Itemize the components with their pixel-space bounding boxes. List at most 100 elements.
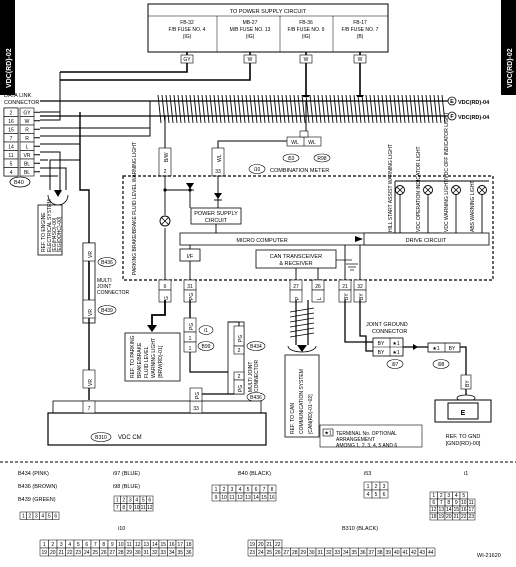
svg-text:i1: i1 (204, 328, 208, 334)
svg-text:29: 29 (300, 550, 306, 556)
svg-text:PG: PG (238, 385, 244, 392)
svg-text:2: 2 (375, 484, 378, 490)
svg-text:6: 6 (148, 498, 151, 504)
svg-text:3: 3 (447, 493, 450, 499)
svg-text:12: 12 (135, 542, 141, 548)
svg-text:32: 32 (152, 550, 158, 556)
dlc-wires (40, 72, 151, 190)
svg-text:32: 32 (357, 284, 363, 290)
svg-text:18: 18 (186, 542, 192, 548)
svg-text:24: 24 (84, 550, 90, 556)
svg-text:VDC(RD)-04: VDC(RD)-04 (458, 100, 490, 106)
svg-text:5: 5 (247, 487, 250, 493)
svg-text:WL: WL (291, 140, 299, 146)
svg-text:WL: WL (217, 154, 223, 162)
svg-text:16: 16 (269, 495, 275, 501)
svg-text:VDC WARNING LIGHT/VDC OFF INDI: VDC WARNING LIGHT/VDC OFF INDICATOR LIGH… (444, 112, 450, 232)
svg-text:3: 3 (383, 484, 386, 490)
fuse-fb17: FB-17 F/B FUSE NO. 7 (B) (342, 20, 379, 40)
svg-text:12: 12 (147, 505, 153, 511)
svg-text:CONNECTOR: CONNECTOR (4, 100, 39, 106)
b40-label: B40 (14, 180, 24, 186)
svg-text:VR: VR (88, 251, 94, 258)
svg-text:FB-17: FB-17 (353, 20, 367, 26)
svg-text:W: W (25, 119, 30, 125)
svg-text:11: 11 (141, 505, 146, 511)
svg-text:4: 4 (239, 487, 242, 493)
ref-engine-box: REF. TO ENGINE ELECTRICAL SYSTEM [EG(H4S… (37, 199, 63, 256)
svg-text:44: 44 (428, 550, 434, 556)
svg-text:MULTI: MULTI (97, 278, 112, 284)
svg-text:AMONG 1, 2, 3, 4, 5 AND 6: AMONG 1, 2, 3, 4, 5 AND 6 (336, 443, 397, 449)
svg-text:F/B FUSE NO. 7: F/B FUSE NO. 7 (342, 27, 379, 33)
svg-text:23: 23 (249, 550, 255, 556)
svg-text:5: 5 (142, 498, 145, 504)
svg-text:MB-27: MB-27 (243, 20, 258, 26)
svg-text:35: 35 (177, 550, 183, 556)
svg-text:VR: VR (88, 379, 94, 386)
svg-text:1: 1 (116, 498, 119, 504)
svg-text:11: 11 (8, 153, 13, 159)
svg-text:3: 3 (129, 498, 132, 504)
svg-text:i1: i1 (464, 471, 468, 477)
svg-text:B439: B439 (101, 308, 113, 314)
svg-text:24: 24 (258, 550, 264, 556)
svg-text:23: 23 (75, 550, 81, 556)
svg-text:3: 3 (231, 487, 234, 493)
svg-text:i97: i97 (392, 362, 399, 368)
ref-gnd: E REF. TO GND [GND(RD)-00] (434, 389, 492, 447)
svg-text:8: 8 (122, 505, 125, 511)
svg-text:21: 21 (58, 550, 64, 556)
svg-text:14: 14 (152, 542, 158, 548)
svg-text:34: 34 (343, 550, 349, 556)
svg-text:37: 37 (368, 550, 374, 556)
svg-text:14: 14 (253, 495, 259, 501)
svg-text:21: 21 (453, 514, 459, 520)
meter-title: COMBINATION METER (270, 168, 329, 174)
svg-text:2: 2 (164, 169, 167, 175)
svg-text:FB-36: FB-36 (299, 20, 313, 26)
svg-text:16: 16 (169, 542, 175, 548)
svg-text:10: 10 (461, 500, 467, 506)
svg-text:[GND(RD)-00]: [GND(RD)-00] (446, 441, 481, 447)
ref-parking-box: REF. TO PARKING BRAKE/BRAKE FLUID LEVEL … (124, 300, 181, 382)
svg-text:4: 4 (10, 170, 13, 176)
svg-text:25: 25 (266, 550, 272, 556)
svg-text:i53: i53 (288, 156, 295, 162)
fuse-wire-labels: GY W W W (180, 54, 367, 64)
svg-text:12: 12 (237, 495, 243, 501)
svg-text:6: 6 (164, 284, 167, 290)
svg-text:20: 20 (446, 514, 452, 520)
ref-can-box: REF. TO CAN COMMUNICATION SYSTEM [CAN(RD… (284, 354, 320, 438)
parking-brake-light-label: PARKING BRAKE/BRAKE FLUID LEVEL WARNING … (132, 142, 138, 275)
svg-text:ELECTRICAL SYSTEM: ELECTRICAL SYSTEM (47, 199, 53, 252)
svg-text:26: 26 (275, 550, 281, 556)
svg-text:5: 5 (48, 514, 51, 520)
svg-text:BY: BY (359, 293, 365, 300)
svg-text:1: 1 (189, 336, 192, 342)
svg-text:CONNECTOR: CONNECTOR (97, 290, 130, 296)
svg-text:20: 20 (258, 542, 264, 548)
diode-group (159, 183, 222, 227)
micro-computer-label: MICRO COMPUTER (236, 238, 287, 244)
svg-text:14: 14 (446, 507, 452, 513)
indicator-lamp: HILL START ASSIST WARNING LIGHT (388, 144, 405, 233)
meter-wl-block: WL WL i53 R98 (282, 130, 331, 163)
fuse-fb36: FB-36 F/B FUSE NO. 9 (IG) (288, 20, 325, 40)
svg-text:2: 2 (28, 514, 31, 520)
side-tab-left-label: VDC(RD)-02 (6, 48, 13, 88)
indicator-lamp: ABS WARNING LIGHT (470, 181, 487, 233)
svg-text:REF. TO CAN: REF. TO CAN (290, 403, 296, 434)
svg-text:7: 7 (10, 136, 13, 142)
svg-text:11: 11 (229, 495, 234, 501)
indicator-lamp: VDC OPERATION INDICATOR LIGHT (416, 146, 433, 233)
svg-text:26: 26 (315, 284, 321, 290)
